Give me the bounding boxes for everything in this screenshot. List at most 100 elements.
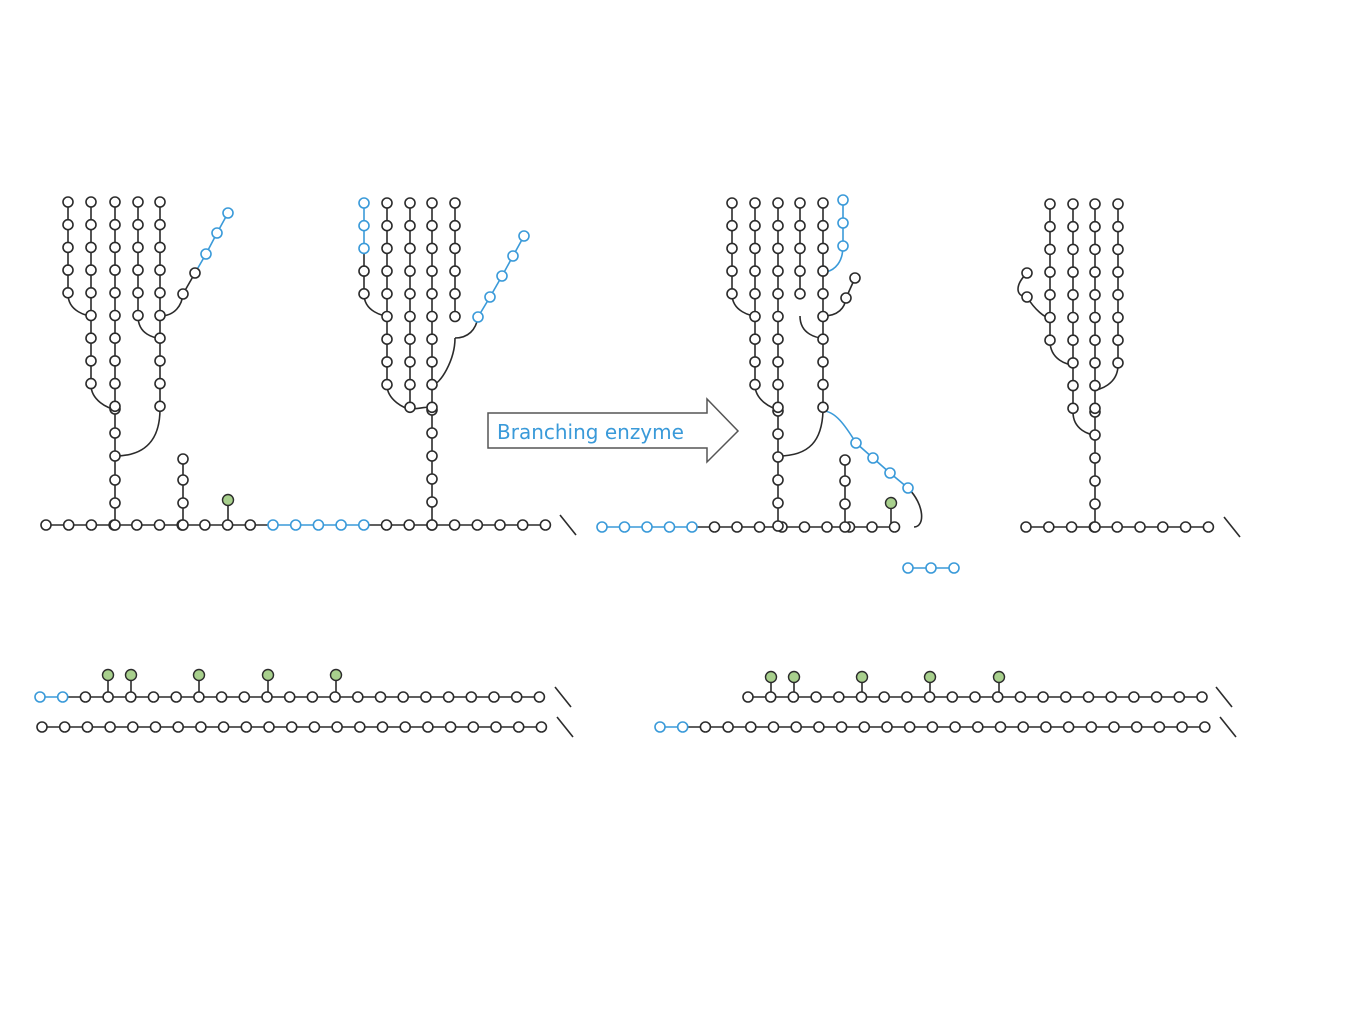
glucose-residue [381,197,393,209]
glucose-residue [772,474,784,486]
glucose-residue [1112,311,1124,324]
glucose-residue [749,310,761,323]
glucose-residue [1037,691,1049,703]
glucose-residue [1067,311,1079,324]
glucose-residue [1017,721,1030,733]
glucose-residue [404,378,416,391]
glucose-residue [154,400,166,413]
glucose-residue [449,219,461,232]
glucose-residue [426,473,438,485]
glucose-residue [109,218,121,231]
reducing-end-slash [559,514,577,536]
glucose-residue [404,242,416,255]
glucose-residue [749,265,761,277]
glucose-residue [426,219,438,232]
glucose-residue [449,197,461,209]
glucose-residue [353,721,366,733]
glucose-residue [817,333,829,346]
glucose-residue [839,475,851,487]
glucose-residue [991,691,1004,703]
glucose-residue [358,197,370,209]
glucose-residue [1089,311,1101,324]
glucose-residue [1021,267,1033,279]
glucose-residue [1020,521,1032,533]
reducing-end-slash [1219,716,1237,738]
glucose-residue [749,242,761,255]
glucose-residue [903,721,916,733]
glucose-residue [878,691,891,703]
glucose-residue [404,356,416,368]
glucose-residue [794,242,806,255]
glucose-residue [358,242,370,255]
glucose-residue [813,721,825,733]
glucose-residue [200,248,212,260]
glucose-residue [1044,243,1056,256]
glucose-residue [764,691,777,703]
glucose-residue [109,450,121,462]
glucose-residue [62,218,74,231]
glucose-residue [1089,198,1101,210]
glucose-residue [329,691,341,703]
glucose-residue [472,311,484,323]
glucose-residue [211,227,223,239]
glucose-residue [1176,721,1188,733]
glucose-residue [177,519,189,531]
glucose-residue [1021,291,1033,303]
glucose-residue [494,519,506,531]
glucose-residue [62,519,75,531]
glucose-residue [512,721,525,733]
glucose-residue [426,197,438,209]
glucose-residue [507,250,519,262]
glucose-residue [222,207,234,219]
glucose-residue [686,521,698,533]
glucose-residue [794,287,806,300]
glucose-residue [289,519,302,531]
glucose-residue [817,197,829,209]
glucose-residue [772,242,784,255]
glucose-residue [817,219,829,232]
glucose-residue [855,691,868,703]
glucose-residue [380,519,393,531]
glucose-residue [1157,521,1169,533]
glucose-residue [535,721,548,733]
glucose-residue [85,286,97,299]
glucose-residue [261,691,273,703]
glucose-residue [884,467,896,479]
reducing-end-slash [1223,516,1241,538]
glucose-residue [85,377,97,390]
glucose-residue [109,332,121,345]
glucose-residue [484,291,496,303]
glucose-residue [1202,521,1215,533]
glucose-residue [772,265,784,277]
glucose-residue [177,453,189,465]
glucose-residue [1153,721,1166,733]
glucose-residue [109,497,121,509]
glucose-residue [172,721,184,733]
phosphorylated-residue [923,670,937,684]
glucose-residue [772,197,784,209]
glucose-residue [109,309,121,322]
glucose-residue [1067,288,1079,301]
glucose-residue [195,721,207,733]
glucose-residue [263,721,275,733]
phosphorylated-residue [101,668,115,682]
glucose-residue [1067,220,1079,233]
glucose-residue [240,721,253,733]
glucose-residue [442,691,455,703]
phosphorylated-residue [329,668,343,682]
glucose-residue [902,562,914,574]
glucose-residue [1112,357,1124,369]
glucose-residue [708,521,721,533]
glucose-residue [376,721,389,733]
glucose-residue [426,333,438,346]
glucose-residue [1044,311,1056,324]
glucose-residue [132,264,144,276]
glucose-residue [85,355,97,367]
glucose-residue [426,427,438,439]
glucose-residue [312,519,325,531]
glucose-residue [132,309,144,322]
glucose-residue [127,721,139,733]
glucose-residue [132,218,144,231]
glucose-residue [1105,691,1117,703]
phosphorylated-residue [992,670,1006,684]
